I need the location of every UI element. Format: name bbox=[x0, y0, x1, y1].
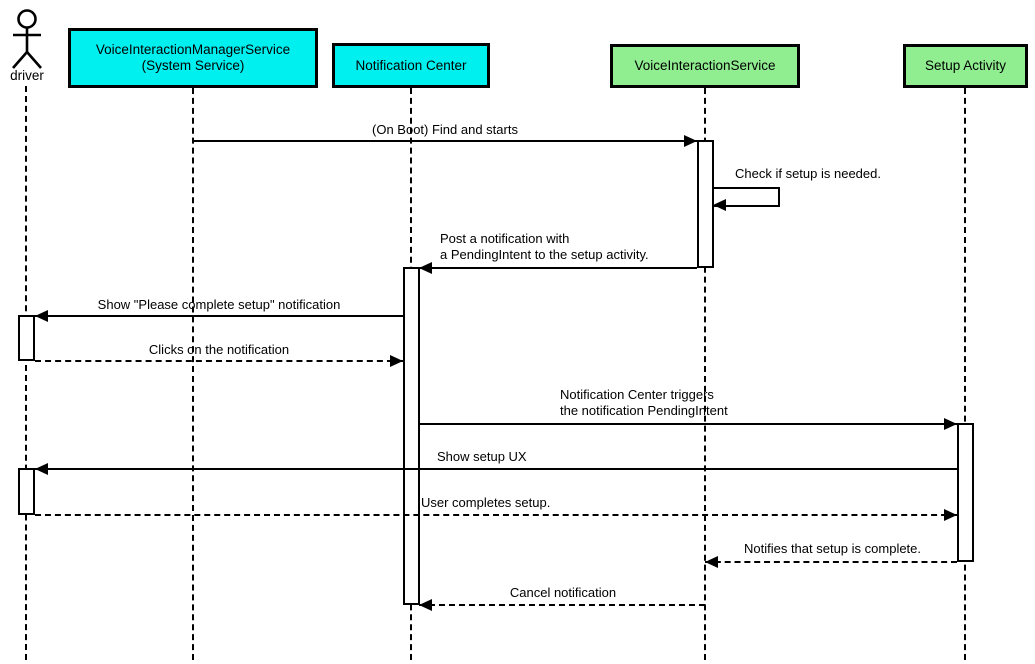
message-label: Show setup UX bbox=[437, 449, 527, 464]
arrowhead-left-icon bbox=[35, 463, 48, 475]
activation-driver-2 bbox=[18, 468, 35, 515]
arrowhead-left-icon bbox=[705, 556, 718, 568]
participant-voice-interaction-service: VoiceInteractionService bbox=[610, 44, 800, 88]
message-label-line1: Post a notification with bbox=[440, 231, 570, 246]
activation-voice-interaction-service bbox=[697, 140, 714, 268]
message-arrow-check-if-setup-needed bbox=[713, 187, 780, 207]
arrowhead-right-icon bbox=[684, 135, 697, 147]
arrowhead-left-icon bbox=[419, 262, 432, 274]
lifeline-voice-interaction-manager-service bbox=[192, 88, 194, 660]
message-label: Post a notification with a PendingIntent… bbox=[440, 231, 649, 263]
actor-icon bbox=[12, 9, 42, 69]
message-label: User completes setup. bbox=[421, 495, 551, 510]
participant-voice-interaction-manager-service: VoiceInteractionManagerService (System S… bbox=[68, 28, 318, 88]
message-label: Notifies that setup is complete. bbox=[743, 541, 922, 556]
message-label: Show "Please complete setup" notificatio… bbox=[97, 297, 341, 312]
message-label: Notification Center triggers the notific… bbox=[560, 387, 728, 419]
participant-setup-activity: Setup Activity bbox=[903, 44, 1028, 88]
message-arrow-clicks-notification bbox=[35, 360, 403, 362]
arrowhead-left-icon bbox=[713, 199, 726, 211]
arrowhead-right-icon bbox=[944, 509, 957, 521]
message-arrow-triggers-pendingintent bbox=[419, 423, 957, 425]
activation-setup-activity bbox=[957, 423, 974, 562]
message-arrow-cancel-notification bbox=[419, 604, 705, 606]
message-label: (On Boot) Find and starts bbox=[372, 122, 518, 137]
arrowhead-left-icon bbox=[35, 310, 48, 322]
activation-notification-center bbox=[403, 267, 420, 605]
message-arrow-user-completes-setup bbox=[35, 514, 957, 516]
message-arrow-post-notification bbox=[419, 267, 697, 269]
participant-driver: driver bbox=[0, 0, 54, 90]
arrowhead-left-icon bbox=[419, 599, 432, 611]
message-arrow-on-boot-find-and-starts bbox=[193, 140, 697, 142]
arrowhead-right-icon bbox=[944, 418, 957, 430]
participant-label: Setup Activity bbox=[924, 58, 1007, 73]
message-label: Clicks on the notification bbox=[148, 342, 290, 357]
participant-label: VoiceInteractionService bbox=[634, 58, 776, 73]
message-label-line1: Notification Center triggers bbox=[560, 387, 714, 402]
participant-label-line1: VoiceInteractionManagerService bbox=[95, 42, 291, 57]
activation-driver-1 bbox=[18, 315, 35, 361]
message-arrow-show-setup-notification bbox=[35, 315, 403, 317]
message-label-line2: the notification PendingIntent bbox=[560, 403, 728, 418]
participant-label-line2: (System Service) bbox=[141, 58, 245, 73]
participant-label: Notification Center bbox=[355, 57, 467, 73]
message-label: Cancel notification bbox=[509, 585, 617, 600]
participant-driver-label: driver bbox=[10, 68, 44, 83]
participant-notification-center: Notification Center bbox=[332, 43, 490, 88]
lifeline-driver bbox=[25, 86, 27, 660]
message-arrow-notifies-setup-complete bbox=[705, 561, 957, 563]
message-arrow-show-setup-ux bbox=[35, 468, 957, 470]
lifeline-setup-activity bbox=[964, 88, 966, 660]
message-label: Check if setup is needed. bbox=[735, 166, 881, 181]
arrowhead-right-icon bbox=[390, 355, 403, 367]
lifeline-voice-interaction-service bbox=[704, 88, 706, 660]
message-label-line2: a PendingIntent to the setup activity. bbox=[440, 247, 649, 262]
